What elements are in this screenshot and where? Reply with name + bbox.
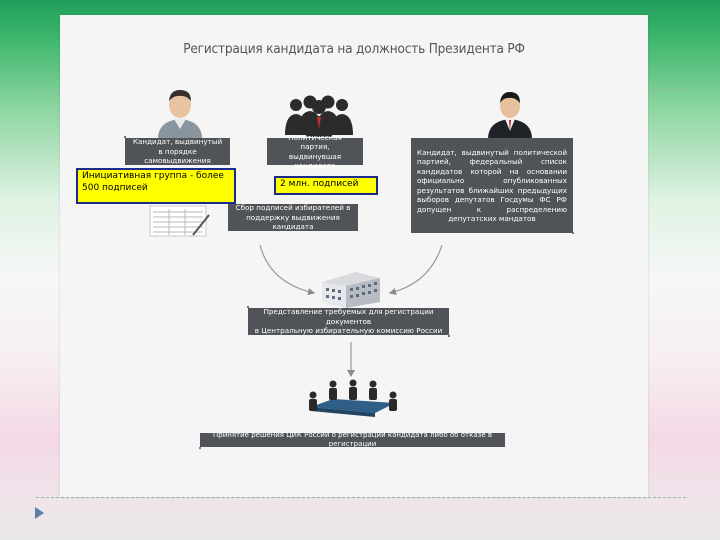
party-candidate-person-icon — [488, 92, 532, 139]
party-signatures-callout: 2 млн. подписей — [274, 176, 378, 195]
cik-decision-box: Принятие решения ЦИК России о регистраци… — [200, 431, 505, 448]
box-corner-dot — [199, 447, 201, 449]
self-nominated-person-icon — [158, 90, 202, 139]
bottom-divider — [36, 497, 686, 498]
signature-collection-box: Сбор подписей избирателей в поддержку вы… — [228, 203, 358, 231]
box-corner-dot — [124, 136, 126, 138]
slide-title: Регистрация кандидата на должность Прези… — [183, 41, 525, 57]
commission-meeting-icon — [309, 379, 397, 417]
down-arrow — [347, 342, 355, 377]
box-corner-dot — [572, 232, 574, 234]
box-corner-dot — [247, 306, 249, 308]
cik-building-icon — [322, 272, 380, 308]
party-candidate-box: Кандидат, выдвинутый политической партие… — [411, 138, 573, 233]
initiative-group-callout: Инициативная группа - более 500 подписей — [76, 168, 236, 204]
flow-arrows — [259, 244, 443, 296]
document-submission-box: Представление требуемых для регистрации … — [248, 307, 449, 335]
political-party-box: Политическая партия, выдвинувшая кандида… — [267, 133, 363, 170]
self-nominated-candidate-box: Кандидат, выдвинутый в порядке самовыдви… — [125, 137, 230, 165]
next-slide-arrow-icon[interactable] — [35, 507, 44, 519]
party-group-icon — [285, 95, 353, 137]
box-corner-dot — [448, 335, 450, 337]
signature-form-icon — [149, 205, 210, 237]
slide: Регистрация кандидата на должность Прези… — [60, 15, 648, 497]
